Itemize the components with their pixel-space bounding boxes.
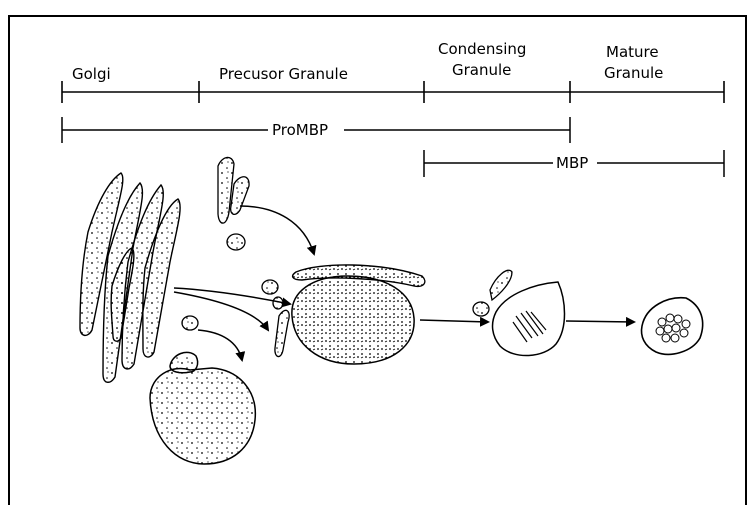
stage-label-mature-line1: Mature <box>606 43 659 61</box>
stage-label-golgi: Golgi <box>72 65 111 83</box>
precursor-granule-large <box>292 276 414 364</box>
prombp-label: ProMBP <box>272 121 328 139</box>
stage-label-precursor: Precusor Granule <box>219 65 348 83</box>
mbp-bar: MBP <box>424 150 724 177</box>
mature-granule <box>642 298 703 355</box>
condensing-granule <box>493 282 565 356</box>
stage-label-mature-line2: Granule <box>604 64 663 82</box>
mbp-label: MBP <box>556 154 588 172</box>
arrow-vesicle-to-granule <box>240 206 314 254</box>
stage-timeline: Golgi Precusor Granule Condensing Granul… <box>62 40 724 103</box>
arrow-vesicle-to-lower-granule <box>198 330 242 360</box>
arrow-precursor-to-condensing <box>420 320 488 322</box>
prombp-bar: ProMBP <box>62 117 570 143</box>
precursor-granule-lower <box>150 352 255 464</box>
arrow-condensing-to-mature <box>566 321 634 322</box>
stage-label-condensing-line1: Condensing <box>438 40 526 58</box>
stage-label-condensing-line2: Granule <box>452 61 511 79</box>
golgi-cisternae <box>80 173 180 382</box>
